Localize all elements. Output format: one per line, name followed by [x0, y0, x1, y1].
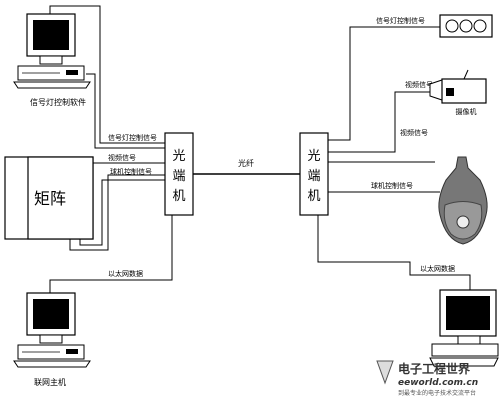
pc-top-left-keyboard [13, 81, 91, 89]
traffic-light-caption: 信号灯控制信号 [376, 16, 425, 25]
camera-lens [429, 79, 443, 101]
watermark-slogan: 到最专业的电子技术交流平台 [398, 389, 476, 397]
watermark-logo-icon [376, 360, 394, 385]
left-signal-3-label: 球机控制信号 [110, 167, 152, 176]
link-matrix-ptz [79, 179, 165, 246]
camera-caption: 摄像机 [456, 107, 477, 116]
left-connections [49, 5, 173, 293]
left-transceiver-char-2: 端 [172, 169, 185, 184]
pc-bottom-left-screen [33, 299, 69, 329]
right-transceiver-char-1: 光 [307, 149, 320, 164]
pc-top-left-caption: 信号灯控制软件 [30, 97, 86, 107]
left-signal-1-label: 信号灯控制信号 [108, 133, 157, 142]
link-pc-top-left [86, 73, 165, 149]
watermark-logo-text: 电子工程世界 [398, 361, 470, 376]
traffic-light-lamp-2 [459, 19, 473, 33]
link-matrix-ptz-2 [69, 174, 165, 251]
pc-bottom-left-caption: 联网主机 [34, 377, 66, 387]
traffic-light-lamp-1 [445, 19, 459, 33]
right-video-2-label: 视频信号 [400, 128, 428, 137]
pc-top-left-screen [33, 20, 69, 50]
fiber-label: 光纤 [238, 158, 254, 168]
left-transceiver-char-3: 机 [172, 189, 185, 204]
pc-top-left-stand [39, 55, 63, 65]
link-camera [328, 91, 430, 153]
right-connections [317, 26, 471, 290]
pc-bottom-right [429, 289, 499, 367]
pc-bottom-right-case [431, 343, 499, 357]
traffic-light-lamp-3 [473, 19, 487, 33]
pc-top-left: 信号灯控制软件 [13, 13, 91, 107]
right-transceiver-box [299, 132, 329, 216]
fiber-link: 光纤 [193, 158, 300, 175]
left-transceiver-char-1: 光 [172, 149, 185, 164]
link-pc-bottom-right [317, 215, 471, 290]
pc-bottom-left: 联网主机 [13, 292, 91, 387]
traffic-light [439, 14, 493, 38]
link-pc-bottom-left [49, 215, 173, 293]
left-transceiver: 光 端 机 [164, 132, 194, 216]
link-pc-top-left-upper [49, 5, 165, 144]
right-ptz-label: 球机控制信号 [371, 181, 413, 190]
link-traffic-light [328, 26, 440, 141]
right-network-label: 以太网数据 [420, 264, 455, 273]
matrix: 矩阵 [4, 156, 94, 240]
pc-bottom-left-keyboard [13, 360, 91, 368]
left-network-label: 以太网数据 [108, 269, 143, 278]
matrix-label: 矩阵 [34, 189, 66, 208]
dome-camera-lens [456, 215, 470, 229]
right-transceiver: 光 端 机 [299, 132, 329, 216]
left-signal-2-label: 视频信号 [108, 153, 136, 162]
pc-bottom-right-screen [446, 296, 490, 330]
right-transceiver-char-3: 机 [307, 189, 320, 204]
right-transceiver-char-2: 端 [307, 169, 320, 184]
watermark: 电子工程世界 eeworld.com.cn 到最专业的电子技术交流平台 [376, 360, 478, 397]
right-video-label: 视频信号 [405, 80, 433, 89]
camera: 摄像机 [429, 69, 487, 116]
dome-camera [438, 156, 488, 245]
watermark-url: eeworld.com.cn [398, 378, 478, 388]
pc-top-left-drive [66, 70, 78, 75]
pc-bottom-right-keyboard [429, 357, 499, 367]
